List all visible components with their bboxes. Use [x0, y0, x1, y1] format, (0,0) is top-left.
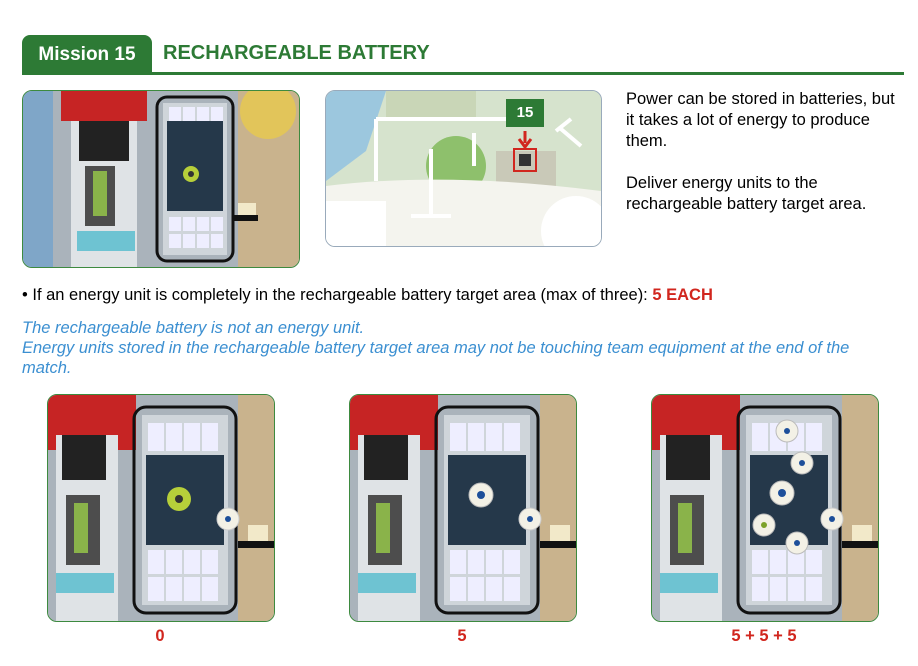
score-label-example-1: 0: [155, 627, 165, 645]
mission-number-badge: 15: [516, 104, 534, 121]
example-photo-0: [47, 394, 275, 622]
scoring-points: 5 EACH: [652, 286, 713, 304]
setup-photo: [22, 90, 300, 268]
field-map: 15: [325, 90, 602, 247]
mission-tab: Mission 15: [22, 35, 152, 75]
score-label-example-3: 5 + 5 + 5: [731, 627, 797, 645]
score-label-example-2: 5: [457, 627, 467, 645]
note-1: The rechargeable battery is not an energ…: [22, 319, 365, 337]
header-rule: [22, 72, 904, 75]
mission-description: Power can be stored in batteries, but it…: [626, 89, 901, 236]
description-line-2: Deliver energy units to the rechargeable…: [626, 174, 867, 213]
mission-title: RECHARGEABLE BATTERY: [163, 42, 430, 64]
mission-label: Mission 15: [38, 44, 136, 65]
note-2: Energy units stored in the rechargeable …: [22, 339, 850, 377]
scoring-rule: • If an energy unit is completely in the…: [22, 286, 713, 305]
example-photo-5: [349, 394, 577, 622]
mission-notes: The rechargeable battery is not an energ…: [22, 318, 902, 378]
description-line-1: Power can be stored in batteries, but it…: [626, 90, 895, 150]
scoring-rule-text: • If an energy unit is completely in the…: [22, 286, 653, 304]
example-photo-15: [651, 394, 879, 622]
